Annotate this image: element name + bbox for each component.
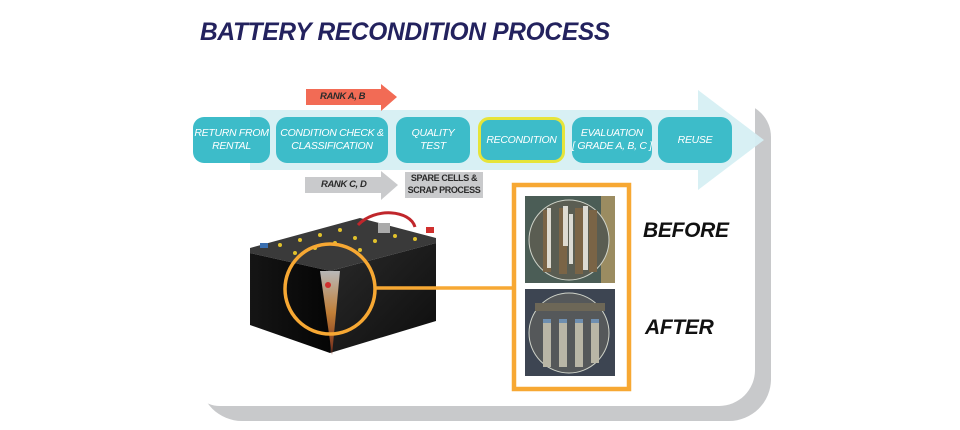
step-return-from-rental: RETURN FROM RENTAL — [193, 117, 270, 163]
step-reuse: REUSE — [658, 117, 732, 163]
spare-cells-scrap-box: SPARE CELLS & SCRAP PROCESS — [405, 172, 483, 198]
before-label: BEFORE — [643, 219, 729, 242]
step-quality-test: QUALITY TEST — [396, 117, 470, 163]
after-label: AFTER — [645, 316, 714, 339]
step-condition-check: CONDITION CHECK & CLASSIFICATION — [276, 117, 388, 163]
comparison-connector — [283, 182, 632, 392]
rank-cd-arrow — [305, 171, 398, 200]
before-photo — [525, 196, 615, 283]
after-photo — [525, 289, 615, 376]
rank-ab-label: RANK A, B — [320, 91, 366, 102]
magnifier-circle — [283, 242, 377, 336]
step-recondition: RECONDITION — [478, 117, 565, 163]
rank-cd-label: RANK C, D — [321, 179, 367, 190]
page-title: BATTERY RECONDITION PROCESS — [200, 18, 610, 46]
comparison-frame — [511, 182, 632, 392]
rank-ab-arrow — [306, 84, 397, 111]
step-evaluation: EVALUATION [ GRADE A, B, C ] — [572, 117, 652, 163]
